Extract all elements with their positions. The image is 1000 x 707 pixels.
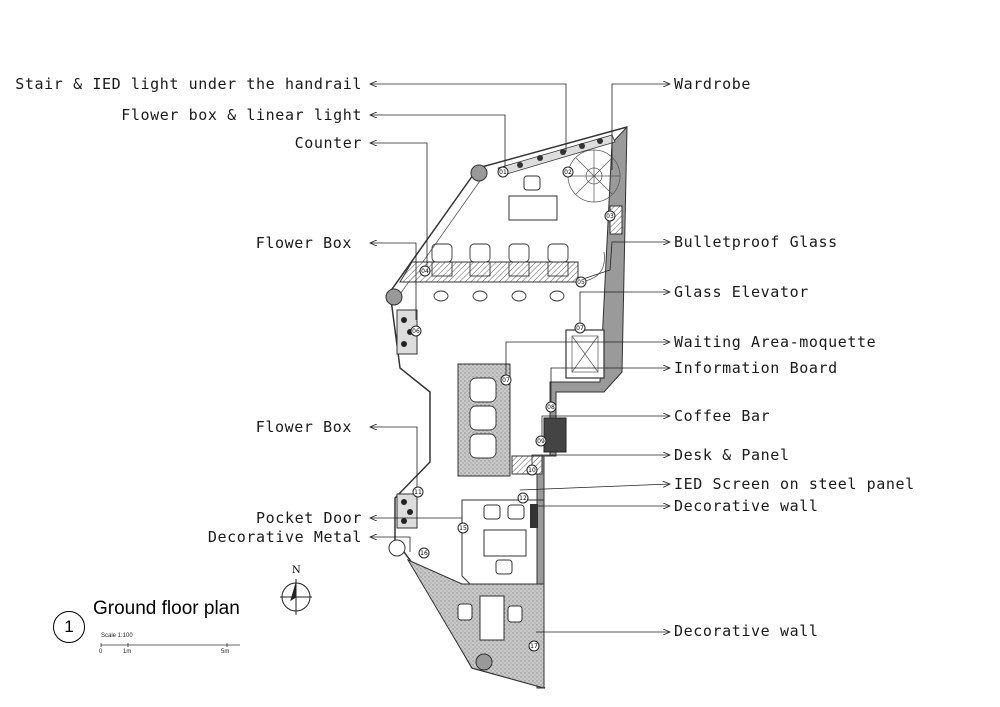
label-counter: Counter <box>294 134 362 152</box>
label-desk-panel: Desk & Panel <box>674 446 790 464</box>
label-flower-box-1: Flower Box <box>255 234 352 252</box>
label-glass-elevator: Glass Elevator <box>674 283 809 301</box>
label-flower-box-2: Flower Box <box>255 418 352 436</box>
svg-text:10: 10 <box>528 467 536 474</box>
svg-text:07: 07 <box>576 325 584 332</box>
svg-text:11: 11 <box>414 489 422 496</box>
svg-text:02: 02 <box>564 169 572 176</box>
label-ied-screen: IED Screen on steel panel <box>674 475 915 493</box>
tag-11: 11 <box>412 486 424 498</box>
tag-03: 03 <box>604 210 616 222</box>
north-arrow-icon <box>280 579 312 615</box>
label-info-board: Information Board <box>674 359 838 377</box>
label-decorative-metal: Decorative Metal <box>207 528 362 546</box>
scale-bar <box>100 643 240 647</box>
scale-tick-0: 0 <box>99 649 103 655</box>
svg-text:15: 15 <box>459 525 467 532</box>
tag-02: 02 <box>562 166 574 178</box>
tag-01: 01 <box>497 166 509 178</box>
spiral-stair <box>567 149 621 203</box>
tag-12: 12 <box>517 492 529 504</box>
tag-08: 08 <box>545 401 557 413</box>
tag-07a: 07 <box>574 322 586 334</box>
label-bulletproof: Bulletproof Glass <box>674 233 838 251</box>
svg-text:12: 12 <box>519 495 527 502</box>
label-coffee-bar: Coffee Bar <box>674 407 771 425</box>
tag-04: 04 <box>419 265 431 277</box>
tag-07b: 07 <box>500 374 512 386</box>
tag-06: 06 <box>410 325 422 337</box>
svg-text:03: 03 <box>606 213 614 220</box>
tag-16: 16 <box>418 547 430 559</box>
svg-text:07: 07 <box>502 377 510 384</box>
label-stair: Stair & IED light under the handrail <box>15 75 362 93</box>
label-flower-linear: Flower box & linear light <box>121 106 362 124</box>
label-pocket-door: Pocket Door <box>256 509 362 527</box>
coffee-bar <box>543 417 567 453</box>
label-wardrobe: Wardrobe <box>674 75 752 93</box>
svg-text:17: 17 <box>530 643 538 650</box>
svg-text:01: 01 <box>499 169 507 176</box>
svg-text:05: 05 <box>577 279 585 286</box>
svg-text:08: 08 <box>547 404 555 411</box>
tag-15: 15 <box>457 522 469 534</box>
tag-10: 10 <box>526 464 538 476</box>
svg-text:16: 16 <box>420 550 428 557</box>
south-room <box>406 558 545 689</box>
label-decorative-wall-2: Decorative wall <box>674 622 819 640</box>
tag-09: 09 <box>535 435 547 447</box>
svg-text:09: 09 <box>537 438 545 445</box>
scale-tick-5m: 5m <box>221 649 230 655</box>
scale-text: Scale 1:100 <box>101 633 133 639</box>
tag-17: 17 <box>528 640 540 652</box>
tag-05: 05 <box>575 276 587 288</box>
flower-box-west-2 <box>396 493 418 529</box>
scale-tick-1m: 1m <box>123 649 132 655</box>
drawing-number: 1 <box>53 611 85 643</box>
counter-desk <box>508 195 558 221</box>
drawing-title: Ground floor plan <box>93 598 240 619</box>
label-waiting: Waiting Area-moquette <box>674 333 877 351</box>
svg-text:04: 04 <box>421 268 429 275</box>
building-outline <box>477 126 628 169</box>
svg-text:06: 06 <box>412 328 420 335</box>
label-decorative-wall-1: Decorative wall <box>674 497 819 515</box>
north-label: N <box>292 565 301 576</box>
